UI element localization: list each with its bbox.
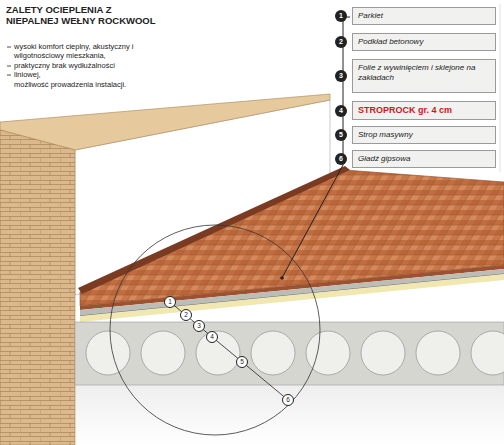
legend-box: 1Parkiet — [352, 7, 496, 25]
heading: ZALETY OCIEPLENIA Z NIEPALNEJ WEŁNY ROCK… — [6, 5, 156, 27]
part-name: Folie z wywinięciem i sklejone na zakład… — [358, 63, 490, 82]
callout-number: 2 — [180, 309, 192, 321]
legend-box: 2Podkład betonowy — [352, 33, 496, 51]
callout-number: 3 — [193, 320, 205, 332]
part-name: Parkiet — [358, 11, 490, 21]
callout-number: 6 — [282, 394, 294, 406]
callout-number: 4 — [335, 105, 347, 117]
part-name: Podkład betonowy — [358, 37, 490, 47]
bullet-text: wysoki komfort cieplny, akustyczny i wil… — [14, 42, 139, 60]
legend-box: 6Gładź gipsowa — [352, 150, 496, 168]
callout-number: 3 — [335, 70, 347, 82]
bullet-text: możliwość prowadzenia instalacji. — [14, 80, 139, 89]
legend-box: 5Strop masywny — [352, 126, 496, 144]
part-name: Gładź gipsowa — [358, 154, 490, 164]
legend-box: 4STROPROCK gr. 4 cm — [352, 101, 496, 120]
callout-number: 1 — [164, 296, 176, 308]
bullet-text: praktyczny brak wydłużalności liniowej, — [14, 61, 139, 79]
callout-number: 2 — [335, 36, 347, 48]
callout-number: 1 — [335, 10, 347, 22]
callout-number: 5 — [335, 129, 347, 141]
part-name: Strop masywny — [358, 130, 490, 140]
legend-box: 3Folie z wywinięciem i sklejone na zakła… — [352, 59, 496, 93]
callout-number: 4 — [206, 331, 218, 343]
callout-number: 6 — [335, 153, 347, 165]
callout-number: 5 — [236, 356, 248, 368]
part-name: STROPROCK gr. 4 cm — [358, 105, 490, 116]
